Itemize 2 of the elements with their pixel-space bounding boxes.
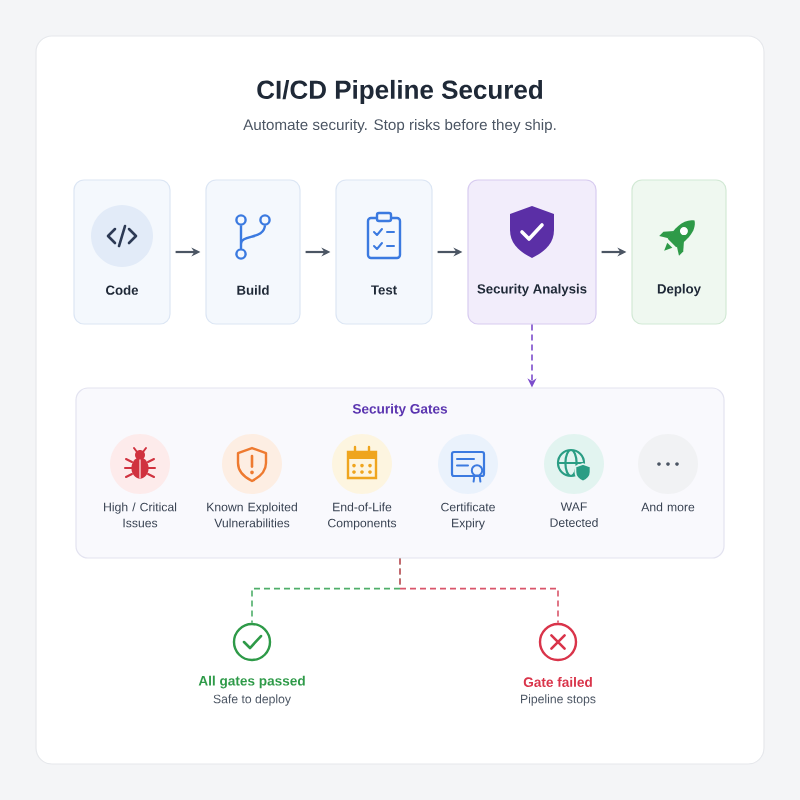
connector-line xyxy=(399,557,559,624)
title: CI/CD Pipeline Secured xyxy=(257,79,543,105)
